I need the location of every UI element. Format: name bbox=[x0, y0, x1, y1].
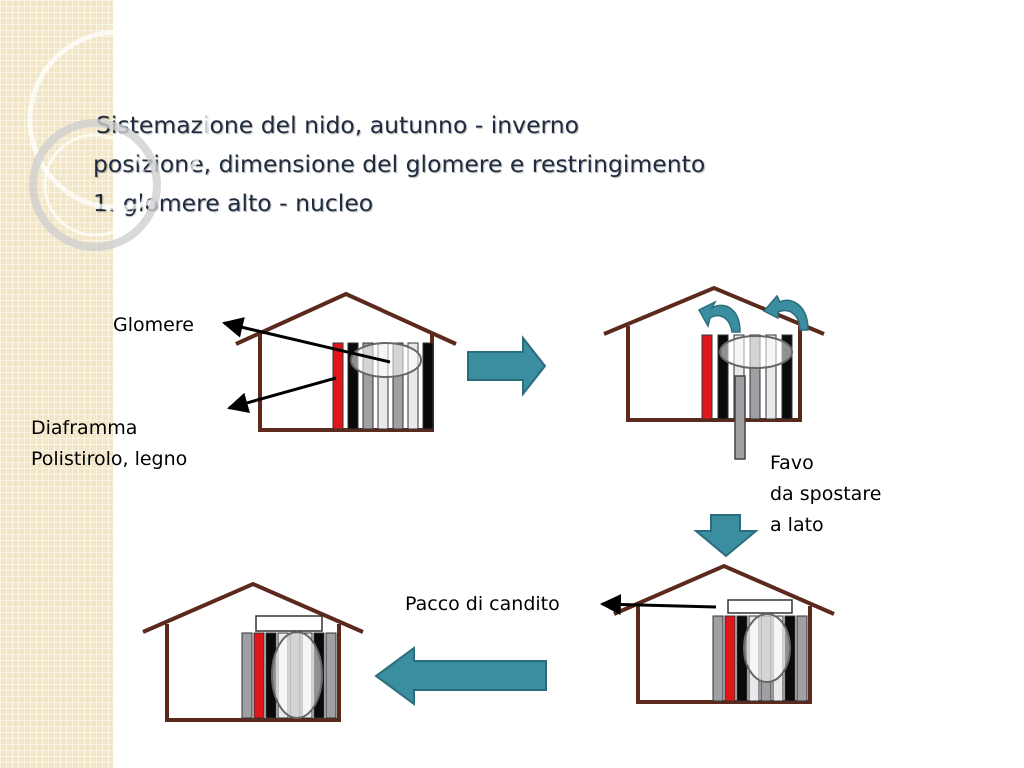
arrow-left bbox=[374, 646, 547, 706]
house-4-cluster bbox=[271, 631, 323, 719]
title-line-1: Sistemazione del nido, autunno - inverno bbox=[96, 111, 580, 139]
decorative-side-band bbox=[0, 0, 113, 768]
house2-frame-gray bbox=[749, 334, 761, 420]
house-4-walls bbox=[165, 624, 341, 722]
house1-frame-black bbox=[422, 342, 434, 430]
hive-house-4 bbox=[142, 581, 364, 722]
hive-house-1 bbox=[235, 291, 457, 432]
glomere-label: Glomere bbox=[113, 314, 194, 336]
pacco-label: Pacco di candito bbox=[405, 593, 560, 615]
diaframma-label-line-2: Polistirolo, legno bbox=[31, 448, 188, 470]
arrow-down bbox=[693, 514, 759, 558]
house-4-roof bbox=[142, 581, 364, 634]
house1-frame-black bbox=[347, 342, 359, 430]
house3-frame-gray bbox=[796, 615, 808, 702]
house-3-cluster bbox=[743, 613, 791, 683]
house2-frame-light bbox=[765, 334, 777, 420]
hive-house-2 bbox=[603, 285, 825, 460]
house-4-candy-pack bbox=[255, 615, 323, 632]
favo-label-line-3: a lato bbox=[770, 514, 824, 536]
house-2-cluster bbox=[719, 335, 793, 369]
favo-label-line-1: Favo bbox=[770, 452, 814, 474]
house3-frame-gray bbox=[712, 615, 724, 702]
arrow-right bbox=[467, 335, 547, 397]
diaframma-pointer bbox=[226, 376, 337, 414]
house4-frame-red bbox=[253, 632, 265, 719]
house-3-candy-pack bbox=[727, 599, 793, 614]
house2-frame-black bbox=[717, 334, 729, 420]
house-1-frames bbox=[332, 342, 434, 430]
house2-frame-black bbox=[781, 334, 793, 420]
house1-frame-red bbox=[332, 342, 344, 430]
curved-arrow-left bbox=[697, 300, 741, 333]
diaframma-label-line-1: Diaframma bbox=[31, 417, 138, 439]
house3-frame-red bbox=[724, 615, 736, 702]
diaframma-label: Diaframma Polistirolo, legno bbox=[31, 413, 187, 475]
house-2-roof bbox=[603, 285, 825, 336]
house-3-roof bbox=[613, 563, 835, 616]
favo-label-line-2: da spostare bbox=[770, 483, 882, 505]
house-3-walls bbox=[636, 606, 812, 704]
house-2-moved-frame bbox=[734, 375, 746, 460]
house1-frame-gray bbox=[362, 342, 374, 430]
house1-frame-light bbox=[407, 342, 419, 430]
curved-arrow-right bbox=[762, 294, 809, 331]
hive-house-3 bbox=[613, 563, 835, 704]
house-1-roof bbox=[235, 291, 457, 346]
house-2-walls bbox=[626, 326, 802, 422]
decorative-circles bbox=[27, 29, 209, 251]
glomere-pointer bbox=[221, 317, 391, 364]
pacco-pointer bbox=[599, 594, 717, 615]
house4-frame-gray bbox=[325, 632, 337, 719]
house4-frame-gray bbox=[241, 632, 253, 719]
favo-label: Favo da spostare a lato bbox=[770, 448, 881, 541]
house2-frame-red bbox=[701, 334, 713, 420]
